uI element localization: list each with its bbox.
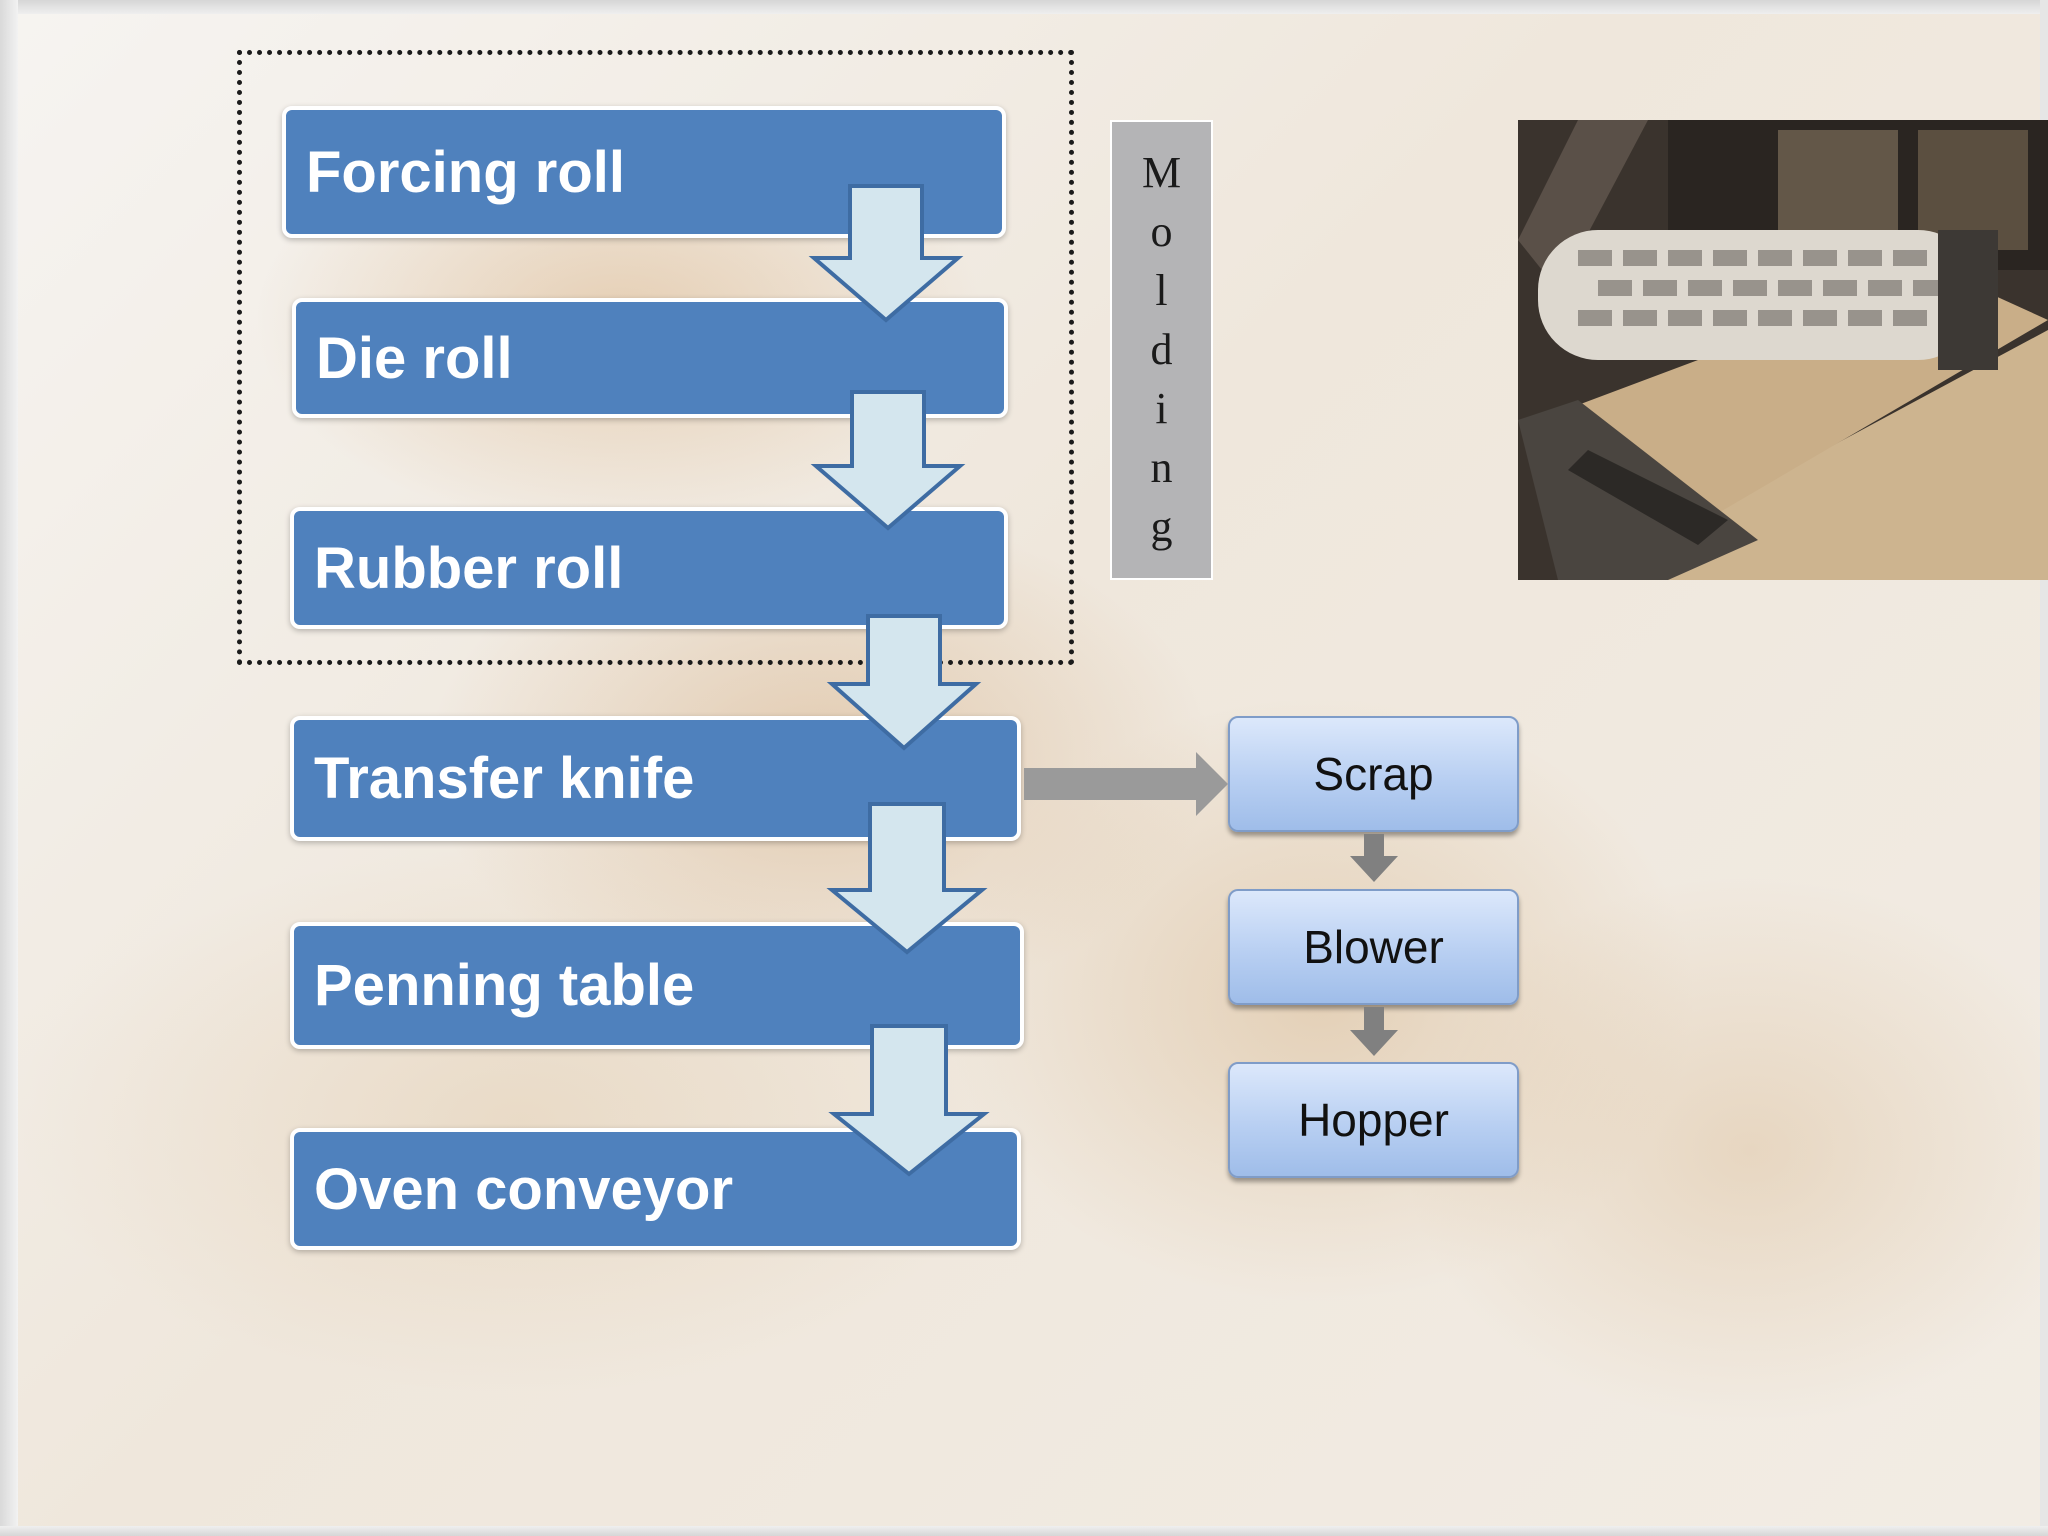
down-arrow-icon <box>808 184 964 323</box>
frame-top <box>0 0 2048 14</box>
right-arrow-icon <box>1024 752 1228 816</box>
down-arrow-icon <box>826 614 982 751</box>
box-hopper: Hopper <box>1228 1062 1519 1178</box>
step-label: Transfer knife <box>314 746 695 811</box>
down-arrow-icon <box>828 1024 990 1177</box>
step-label: Oven conveyor <box>314 1156 734 1222</box>
down-arrow-icon <box>826 802 988 955</box>
down-arrow-icon <box>1350 834 1398 882</box>
molding-letter: d <box>1150 325 1173 374</box>
molding-letter: l <box>1155 266 1168 315</box>
molding-group-label: M o l d i n g <box>1110 120 1213 580</box>
molding-letter: o <box>1150 207 1173 256</box>
molding-letter: g <box>1150 502 1173 551</box>
roller-machine-photo <box>1518 120 2048 580</box>
molding-letter: n <box>1150 443 1173 492</box>
molding-letter: i <box>1155 384 1168 433</box>
down-arrow-icon <box>810 390 966 531</box>
step-forcing-roll: Forcing roll <box>282 106 1006 238</box>
frame-left <box>0 0 18 1536</box>
box-scrap: Scrap <box>1228 716 1519 832</box>
photo-illustration <box>1518 120 2048 580</box>
molding-letter: M <box>1141 148 1182 197</box>
frame-bottom <box>0 1526 2048 1536</box>
step-label: Penning table <box>314 953 695 1018</box>
molding-group-boundary <box>237 50 1074 665</box>
box-label: Scrap <box>1313 748 1434 800</box>
step-label: Rubber roll <box>314 535 624 601</box>
step-label: Die roll <box>316 325 513 391</box>
step-label: Forcing roll <box>306 139 625 205</box>
box-blower: Blower <box>1228 889 1519 1005</box>
box-label: Hopper <box>1298 1094 1449 1146</box>
frame-right <box>2040 0 2048 1536</box>
down-arrow-icon <box>1350 1007 1398 1056</box>
box-label: Blower <box>1303 921 1444 973</box>
